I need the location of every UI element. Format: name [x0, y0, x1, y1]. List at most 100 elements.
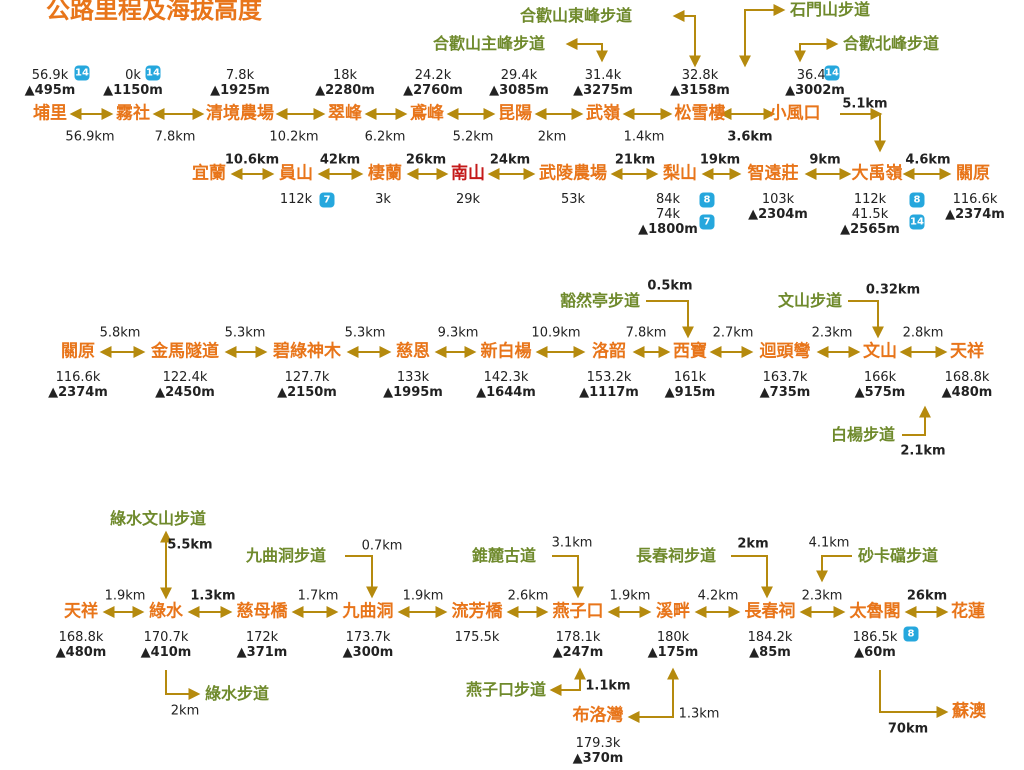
info-line: 180k	[656, 630, 690, 645]
info-line: ▲2374m	[945, 207, 1005, 222]
segment-distance: 1.4km	[623, 129, 665, 145]
info-line: 0k	[125, 68, 141, 83]
trail-arrow	[646, 300, 694, 339]
info-line: 7.8k	[225, 68, 255, 83]
place-name: 宜蘭	[192, 163, 226, 184]
location-info: 153.2k▲1117m	[579, 370, 639, 400]
place-name: 文山	[863, 341, 897, 362]
place-name: 綠水	[149, 601, 183, 622]
trail-name: 燕子口步道	[465, 680, 546, 699]
info-line: ▲915m	[664, 385, 716, 400]
info-line: 24.2k	[414, 68, 452, 83]
info-line: 163.7k	[762, 370, 808, 385]
info-line: 170.7k	[143, 630, 189, 645]
trail-name: 豁然亭步道	[559, 291, 640, 310]
location-info: 29k	[456, 192, 480, 207]
info-line: ▲300m	[342, 645, 394, 660]
info-line: ▲371m	[236, 645, 288, 660]
place-name: 關原	[956, 163, 990, 184]
segment-distance: 2.6km	[507, 588, 549, 604]
segment-distance: 1.7km	[297, 588, 339, 604]
place-name: 梨山	[663, 163, 697, 184]
trail-name: 合歡北峰步道	[843, 34, 940, 53]
location-info: 116.6k▲2374m	[945, 192, 1005, 222]
route-arrow	[840, 113, 886, 153]
info-line: ▲2150m	[277, 385, 337, 400]
info-line: 179.3k	[575, 736, 621, 751]
location-info: 56.9k▲495m	[25, 68, 76, 98]
info-line: ▲3085m	[489, 83, 549, 98]
info-line: 178.1k	[555, 630, 601, 645]
info-line: ▲1995m	[383, 385, 443, 400]
place-name: 天祥	[64, 601, 98, 622]
segment-distance: 5.1km	[842, 96, 888, 112]
place-name: 天祥	[950, 341, 984, 362]
location-info: 166k▲575m	[855, 370, 906, 400]
location-info: 172k▲371m	[237, 630, 288, 660]
location-info: 24.2k▲2760m	[403, 68, 463, 98]
info-line: 184.2k	[747, 630, 793, 645]
location-info: 31.4k▲3275m	[573, 68, 633, 98]
info-line: ▲2280m	[315, 83, 375, 98]
segment-distance: 42km	[319, 152, 361, 168]
segment-distance: 1.3km	[190, 588, 236, 604]
trail-arrow	[627, 667, 679, 723]
trail-arrow	[672, 10, 701, 68]
segment-distance: 9km	[809, 152, 841, 168]
segment-distance: 5.2km	[452, 129, 494, 145]
segment-distance: 19km	[699, 152, 741, 168]
info-line: 41.5k	[851, 207, 889, 222]
trail-name: 文山步道	[777, 291, 842, 310]
page-title: 公路里程及海拔高度	[46, 0, 262, 24]
trail-name: 石門山步道	[790, 0, 871, 19]
place-name: 新白楊	[480, 341, 532, 362]
place-name: 武嶺	[586, 103, 620, 124]
trail-name: 綠水文山步道	[110, 509, 207, 528]
trail-distance: 0.32km	[865, 282, 921, 298]
location-info: 53k	[561, 192, 585, 207]
info-line: 112k	[279, 192, 313, 207]
trail-name: 砂卡礑步道	[858, 546, 939, 565]
info-line: ▲1117m	[579, 385, 639, 400]
info-line: ▲480m	[55, 645, 107, 660]
segment-distance: 4.6km	[905, 152, 951, 168]
trail-name: 錐麓古道	[472, 546, 537, 565]
trail-distance: 70km	[887, 721, 929, 737]
trail-distance: 2.1km	[900, 443, 946, 459]
segment-distance: 10.9km	[531, 325, 581, 341]
road-number-badge: 14	[909, 214, 925, 230]
trail-arrow	[565, 38, 608, 63]
info-line: ▲1800m	[638, 222, 698, 237]
info-line: 122.4k	[162, 370, 208, 385]
place-name: 洛韶	[592, 341, 626, 362]
segment-distance: 9.3km	[437, 325, 479, 341]
trail-distance: 2km	[737, 536, 769, 552]
info-line: ▲60m	[854, 645, 896, 660]
info-line: ▲3002m	[785, 83, 845, 98]
segment-distance: 10.6km	[224, 152, 280, 168]
place-name: 西寶	[673, 341, 707, 362]
info-line: 29.4k	[500, 68, 538, 83]
place-name: 碧綠神木	[273, 341, 341, 362]
place-name: 燕子口	[552, 601, 604, 622]
trail-name: 長春祠步道	[636, 546, 717, 565]
info-line: ▲2304m	[748, 207, 808, 222]
info-line: ▲1925m	[210, 83, 270, 98]
place-name: 九曲洞	[342, 601, 394, 622]
trail-distance: 1.1km	[585, 678, 631, 694]
info-line: 173.7k	[345, 630, 391, 645]
segment-distance: 2.7km	[712, 325, 754, 341]
segment-distance: 3.6km	[727, 129, 773, 145]
segment-distance: 24km	[489, 152, 531, 168]
info-line: 166k	[863, 370, 897, 385]
place-name: 智遠莊	[747, 163, 799, 184]
road-number-badge: 7	[699, 214, 715, 230]
info-line: 142.3k	[483, 370, 529, 385]
trail-name: 合歡山主峰步道	[433, 34, 546, 53]
info-line: ▲2450m	[155, 385, 215, 400]
info-line: 116.6k	[55, 370, 101, 385]
segment-distance: 10.2km	[269, 129, 319, 145]
